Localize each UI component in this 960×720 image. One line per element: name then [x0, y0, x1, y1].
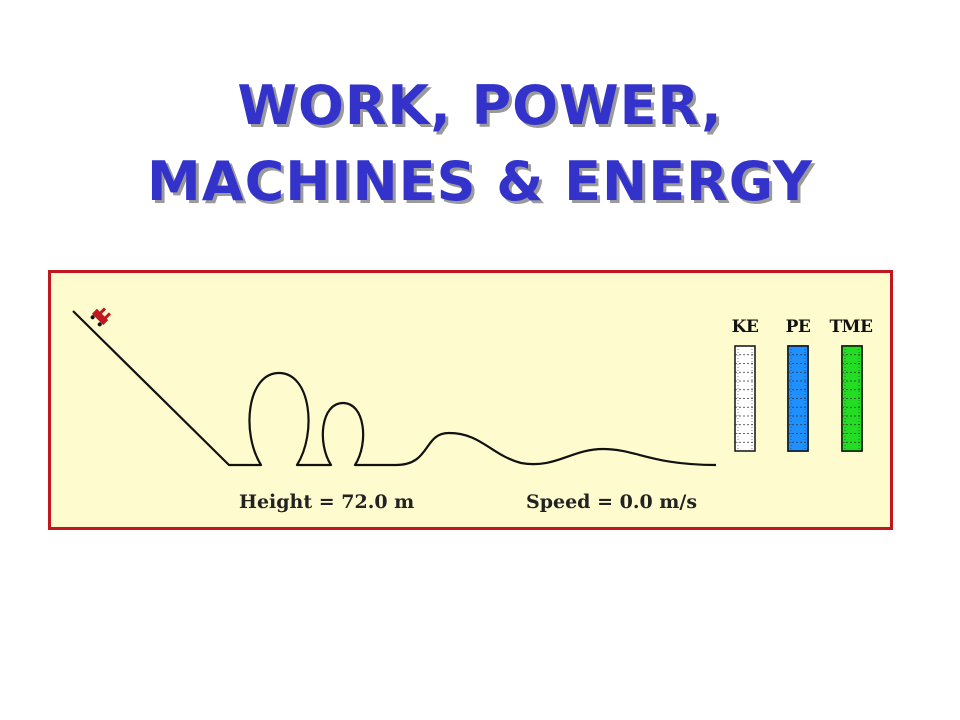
title-line-2: MACHINES & ENERGY: [147, 150, 813, 213]
energy-bars: [734, 345, 863, 452]
roller-coaster-track: [72, 310, 717, 467]
height-readout: Height = 72.0 m: [239, 491, 415, 513]
speed-readout: Speed = 0.0 m/s: [526, 491, 698, 513]
track-diagram: [72, 307, 863, 467]
slide-title: WORK, POWER, MACHINES & ENERGY: [0, 68, 960, 220]
cart-icon: [90, 307, 112, 327]
ke-label: KE: [731, 317, 759, 337]
roller-coaster-simulation: KE PE TME Height = 72.0 m Speed = 0.0 m/…: [48, 270, 893, 530]
title-line-1: WORK, POWER,: [237, 74, 723, 137]
pe-label: PE: [785, 317, 811, 337]
tme-label: TME: [829, 317, 873, 337]
